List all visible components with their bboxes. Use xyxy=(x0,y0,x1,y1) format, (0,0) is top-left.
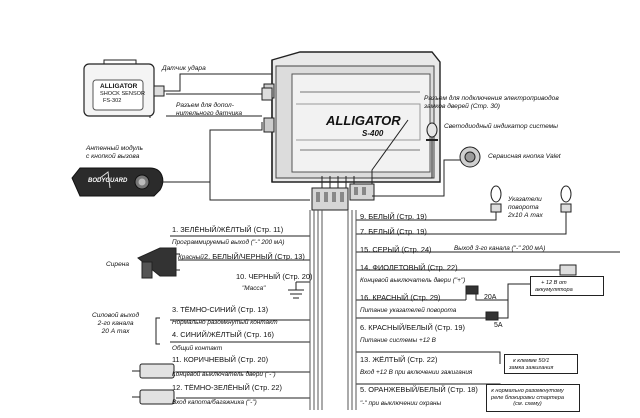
fuse-20-label: 20A xyxy=(484,294,497,301)
wire-12-label: 12. ТЁМНО-ЗЕЛЁНЫЙ (Стр. 22) xyxy=(172,383,282,392)
wire-12-sub: Вход капота/багажника ("-") xyxy=(172,399,257,406)
wire-4-label: 4. СИНИЙ/ЖЁЛТЫЙ (Стр. 16) xyxy=(172,330,274,339)
siren-red-label: Красный xyxy=(178,254,204,261)
wire-6-sub: Питание системы +12 В xyxy=(360,337,436,344)
led-shape xyxy=(426,122,438,150)
wire-10-sub: "Масса" xyxy=(242,285,266,292)
wire-15-sub: Выход 3-го канала ("-" 200 мА) xyxy=(454,245,546,252)
door-lock-label: Разъем для подключения электроприводов з… xyxy=(424,95,559,111)
wire-2-label: 2. БЕЛЫЙ/ЧЕРНЫЙ (Стр. 13) xyxy=(204,252,305,261)
unit-model: S-400 xyxy=(362,129,384,138)
wire-3-sub: Нормально разомкнутый контакт xyxy=(172,319,278,326)
antenna-shape xyxy=(71,167,164,197)
wire-11-sub: Концевой выключатель двери ("-") xyxy=(172,371,276,378)
fuse-5-label: 5A xyxy=(494,322,503,329)
siren-shape xyxy=(137,247,180,279)
wire-6-label: 6. КРАСНЫЙ/БЕЛЫЙ (Стр. 19) xyxy=(360,323,465,332)
wire-3-label: 3. ТЁМНО-СИНИЙ (Стр. 13) xyxy=(172,305,269,314)
wire-13-sub: Вход +12 В при включении зажигания xyxy=(360,369,473,376)
antenna-label: Антенный модуль с кнопкой вызова xyxy=(86,145,143,161)
connector-blocks xyxy=(311,183,375,211)
ignition-box: к клемме 50/1 замка зажигания xyxy=(504,354,578,374)
battery-box: + 12 В от аккумулятора xyxy=(530,276,604,296)
wire-7-label: 7. БЕЛЫЙ (Стр. 19) xyxy=(360,227,427,236)
antenna-brand: BODYGUARD xyxy=(88,178,128,184)
shock-sensor-shape xyxy=(83,59,165,117)
wire-13-label: 13. ЖЁЛТЫЙ (Стр. 22) xyxy=(360,355,438,364)
wire-5-label: 5. ОРАНЖЕВЫЙ/БЕЛЫЙ (Стр. 18) xyxy=(360,385,478,394)
led-label: Светодиодный индикатор системы xyxy=(444,123,559,130)
turn-light-shapes xyxy=(490,185,572,213)
wire-16-sub: Питание указателей поворота xyxy=(360,307,457,314)
valet-label: Сервисная кнопка Valet xyxy=(488,153,561,160)
wire-9-label: 9. БЕЛЫЙ (Стр. 19) xyxy=(360,212,427,221)
wire-15-label: 15. СЕРЫЙ (Стр. 24) xyxy=(360,245,432,254)
unit-brand: ALLIGATOR xyxy=(326,113,401,128)
extra-sensor-label: Разъем для допол- нительного датчика xyxy=(176,102,243,118)
wire-11-label: 11. КОРИЧНЕВЫЙ (Стр. 20) xyxy=(172,355,269,364)
wire-14-sub: Концевой выключатель двери ("+") xyxy=(360,277,466,284)
second-channel-label: Силовой выход 2-го канала 20 А max xyxy=(92,312,140,335)
wire-5-sub: "-" при выключении охраны xyxy=(360,400,442,407)
wire-16-label: 16. КРАСНЫЙ (Стр. 29) xyxy=(360,293,441,302)
shock-sensor-brand: ALLIGATOR xyxy=(100,83,138,90)
wire-1-label: 1. ЗЕЛЁНЫЙ/ЖЁЛТЫЙ (Стр. 11) xyxy=(172,225,284,234)
shock-sensor-model: FS-302 xyxy=(103,98,122,104)
turn-lights-label: Указатели поворота 2x10 А max xyxy=(508,196,543,220)
siren-label: Сирена xyxy=(106,261,130,268)
wire-1-sub: Программируемый выход ("-" 200 мА) xyxy=(172,239,285,246)
shock-sensor-line2: SHOCK SENSOR xyxy=(100,91,146,97)
starter-box: к нормально разомкнутому реле блокировки… xyxy=(486,384,580,412)
shock-sensor-label: Датчик удара xyxy=(162,65,206,72)
valet-button-shape xyxy=(459,146,481,168)
wire-4-sub: Общий контакт xyxy=(172,345,223,352)
wire-14-label: 14. ФИОЛЕТОВЫЙ (Стр. 22) xyxy=(360,263,458,272)
wire-10-label: 10. ЧЕРНЫЙ (Стр. 20) xyxy=(236,272,313,281)
